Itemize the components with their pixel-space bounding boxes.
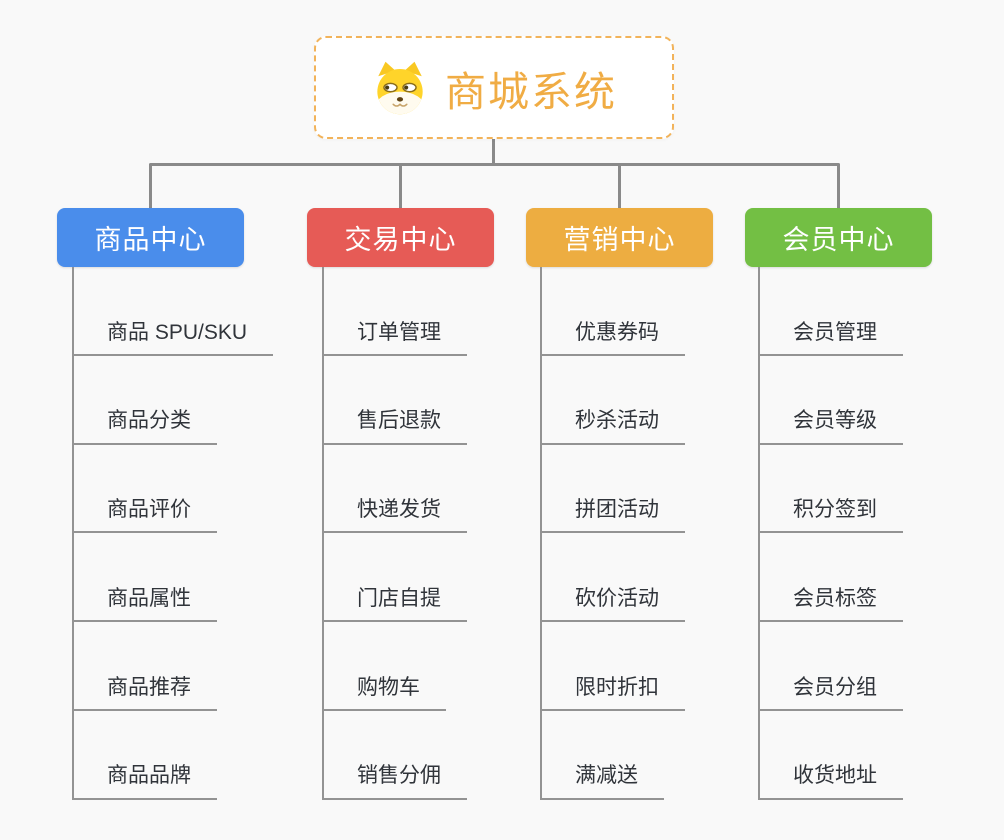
child-node-label: 优惠券码 xyxy=(542,321,685,356)
child-node[interactable]: 商品品牌 xyxy=(74,711,273,800)
child-node[interactable]: 限时折扣 xyxy=(542,622,685,711)
child-node[interactable]: 满减送 xyxy=(542,711,685,800)
child-node[interactable]: 商品分类 xyxy=(74,356,273,445)
root-title: 商城系统 xyxy=(445,68,617,115)
child-node[interactable]: 售后退款 xyxy=(324,356,467,445)
child-node[interactable]: 拼团活动 xyxy=(542,445,685,534)
child-node-label: 商品推荐 xyxy=(74,676,217,711)
child-node-label: 拼团活动 xyxy=(542,498,685,534)
branch-children-trade: 订单管理 售后退款 快递发货 门店自提 购物车 销售分佣 xyxy=(322,267,467,800)
child-node[interactable]: 商品属性 xyxy=(74,533,273,622)
child-node[interactable]: 会员标签 xyxy=(760,533,903,622)
child-node-label: 购物车 xyxy=(324,676,446,711)
branch-node-trade[interactable]: 交易中心 xyxy=(307,208,494,267)
branch-node-member[interactable]: 会员中心 xyxy=(745,208,932,267)
child-node-label: 会员分组 xyxy=(760,676,903,711)
branch-bus-line xyxy=(149,163,840,166)
child-node[interactable]: 会员等级 xyxy=(760,356,903,445)
child-node[interactable]: 积分签到 xyxy=(760,445,903,534)
root-stem-line xyxy=(492,139,495,165)
branch-children-member: 会员管理 会员等级 积分签到 会员标签 会员分组 收货地址 xyxy=(758,267,903,800)
child-node[interactable]: 会员管理 xyxy=(760,267,903,356)
branch-drop-line xyxy=(837,164,840,210)
child-node-label: 售后退款 xyxy=(324,409,467,445)
child-node-label: 满减送 xyxy=(542,764,664,800)
child-node-label: 限时折扣 xyxy=(542,676,685,711)
child-node[interactable]: 订单管理 xyxy=(324,267,467,356)
child-node-label: 快递发货 xyxy=(324,498,467,534)
child-node[interactable]: 砍价活动 xyxy=(542,533,685,622)
child-node[interactable]: 商品评价 xyxy=(74,445,273,534)
child-node-label: 订单管理 xyxy=(324,321,467,356)
child-node[interactable]: 秒杀活动 xyxy=(542,356,685,445)
child-node-label: 会员等级 xyxy=(760,409,903,445)
branch-drop-line xyxy=(149,164,152,210)
child-node-label: 会员管理 xyxy=(760,321,903,356)
child-node-label: 商品品牌 xyxy=(74,764,217,800)
child-node[interactable]: 购物车 xyxy=(324,622,467,711)
child-node-label: 门店自提 xyxy=(324,587,467,622)
branch-drop-line xyxy=(399,164,402,210)
child-node[interactable]: 销售分佣 xyxy=(324,711,467,800)
child-node-label: 砍价活动 xyxy=(542,587,685,622)
child-node-label: 商品属性 xyxy=(74,587,217,622)
child-node-label: 秒杀活动 xyxy=(542,409,685,445)
child-node-label: 会员标签 xyxy=(760,587,903,622)
branch-children-marketing: 优惠券码 秒杀活动 拼团活动 砍价活动 限时折扣 满减送 xyxy=(540,267,685,800)
child-node[interactable]: 快递发货 xyxy=(324,445,467,534)
child-node[interactable]: 商品推荐 xyxy=(74,622,273,711)
child-node-label: 商品分类 xyxy=(74,409,217,445)
child-node[interactable]: 优惠券码 xyxy=(542,267,685,356)
branch-node-marketing[interactable]: 营销中心 xyxy=(526,208,713,267)
child-node[interactable]: 收货地址 xyxy=(760,711,903,800)
child-node-label: 积分签到 xyxy=(760,498,903,534)
child-node[interactable]: 门店自提 xyxy=(324,533,467,622)
branch-children-product: 商品 SPU/SKU 商品分类 商品评价 商品属性 商品推荐 商品品牌 xyxy=(72,267,274,800)
child-node-label: 商品评价 xyxy=(74,498,217,534)
branch-drop-line xyxy=(618,164,621,210)
child-node-label: 销售分佣 xyxy=(324,764,467,800)
child-node[interactable]: 会员分组 xyxy=(760,622,903,711)
root-node[interactable]: 商城系统 xyxy=(314,36,674,139)
branch-node-product[interactable]: 商品中心 xyxy=(57,208,244,267)
child-node[interactable]: 商品 SPU/SKU xyxy=(74,267,274,356)
child-node-label: 收货地址 xyxy=(760,764,903,800)
child-node-label: 商品 SPU/SKU xyxy=(74,321,274,356)
doge-icon xyxy=(377,61,423,114)
